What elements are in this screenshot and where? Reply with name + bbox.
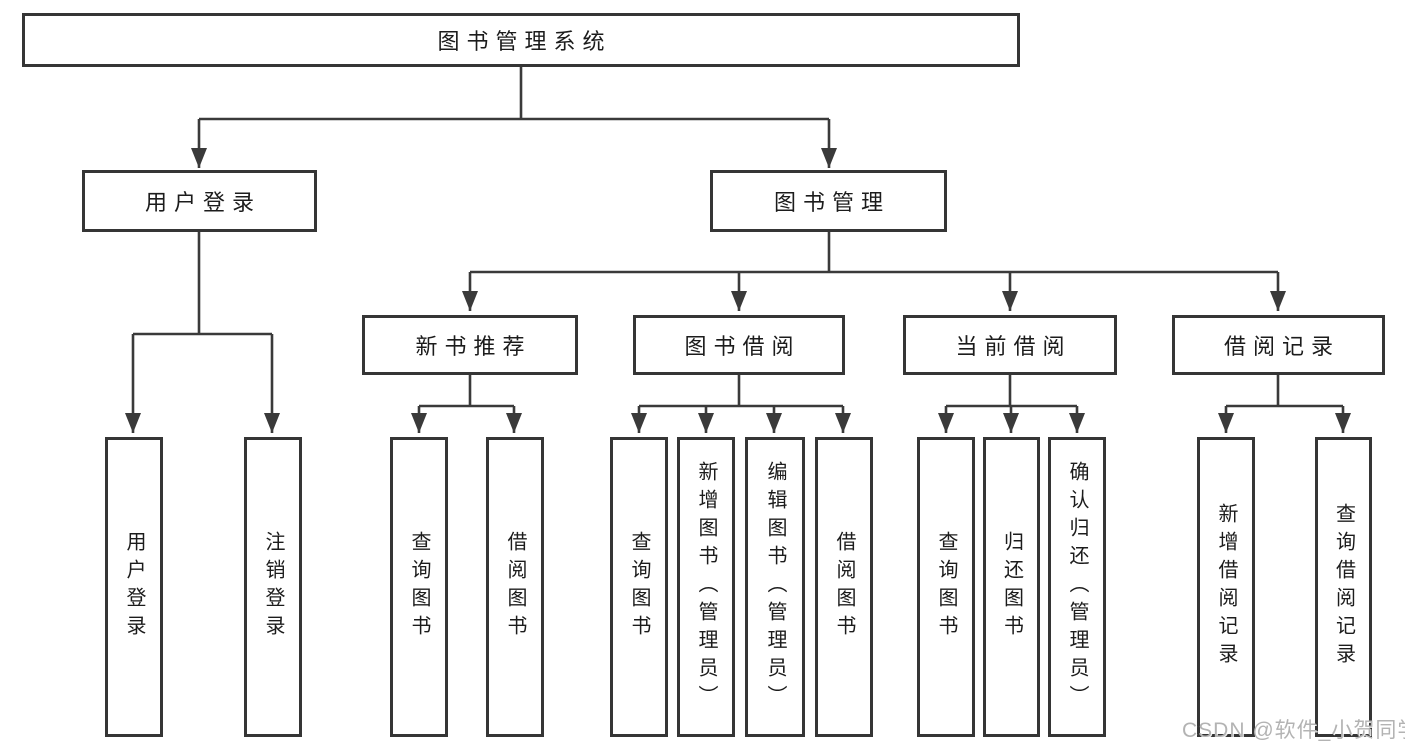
trunk-user-login	[133, 232, 272, 336]
leaf-cb-confirm-return-admin: 确认归还（管理员）	[1048, 437, 1106, 737]
leaf-br-query-borrow-record: 查询借阅记录	[1315, 437, 1372, 737]
leaf-nb-query-books: 查询图书	[390, 437, 448, 737]
leaf-bb-borrow-books: 借阅图书	[815, 437, 873, 737]
node-label: 编辑图书（管理员）	[764, 461, 786, 713]
trunk-current-borrowing	[946, 375, 1077, 408]
leaf-br-add-borrow-record: 新增借阅记录	[1197, 437, 1255, 737]
node-label: 新书推荐	[415, 334, 532, 359]
leaf-bb-add-books-admin: 新增图书（管理员）	[677, 437, 735, 737]
leaf-nb-borrow-books: 借阅图书	[486, 437, 544, 737]
node-current-borrowing: 当前借阅	[903, 315, 1117, 375]
node-book-management-system: 图书管理系统	[22, 13, 1020, 67]
node-label: 确认归还（管理员）	[1066, 461, 1088, 713]
node-book-management: 图书管理	[710, 170, 947, 232]
node-label: 查询图书	[628, 531, 650, 643]
leaf-user-login: 用户登录	[105, 437, 163, 737]
node-new-book-recommendation: 新书推荐	[362, 315, 578, 375]
node-label: 借阅图书	[504, 531, 526, 643]
node-label: 注销登录	[262, 531, 284, 643]
node-label: 当前借阅	[955, 334, 1072, 359]
node-label: 归还图书	[1000, 531, 1023, 643]
csdn-watermark: CSDN @软件_小贺同学	[1182, 719, 1405, 742]
node-label: 图书借阅	[684, 334, 801, 359]
node-user-login-group: 用户登录	[82, 170, 317, 232]
node-label: 图书管理	[773, 190, 890, 215]
leaf-bb-edit-books-admin: 编辑图书（管理员）	[745, 437, 805, 737]
node-label: 借阅图书	[833, 531, 855, 643]
trunk-new-book-recommendation	[419, 375, 514, 408]
node-label: 用户登录	[144, 190, 261, 215]
node-label: 查询借阅记录	[1332, 503, 1355, 671]
node-borrowing-records: 借阅记录	[1172, 315, 1385, 375]
trunk-borrowing-records	[1226, 375, 1343, 408]
node-book-borrowing: 图书借阅	[633, 315, 845, 375]
leaf-cb-return-books: 归还图书	[983, 437, 1040, 737]
node-label: 用户登录	[123, 531, 145, 643]
node-label: 查询图书	[935, 531, 957, 643]
trunk-book-borrowing	[639, 375, 843, 408]
node-label: 新增图书（管理员）	[695, 461, 717, 713]
node-label: 查询图书	[408, 531, 430, 643]
leaf-logout-login: 注销登录	[244, 437, 302, 737]
trunk-root	[199, 67, 829, 121]
node-label: 新增借阅记录	[1215, 503, 1237, 671]
leaf-cb-query-books: 查询图书	[917, 437, 975, 737]
trunk-book-management	[470, 232, 1278, 274]
node-label: 图书管理系统	[437, 29, 612, 54]
leaf-bb-query-books: 查询图书	[610, 437, 668, 737]
node-label: 借阅记录	[1223, 334, 1340, 359]
